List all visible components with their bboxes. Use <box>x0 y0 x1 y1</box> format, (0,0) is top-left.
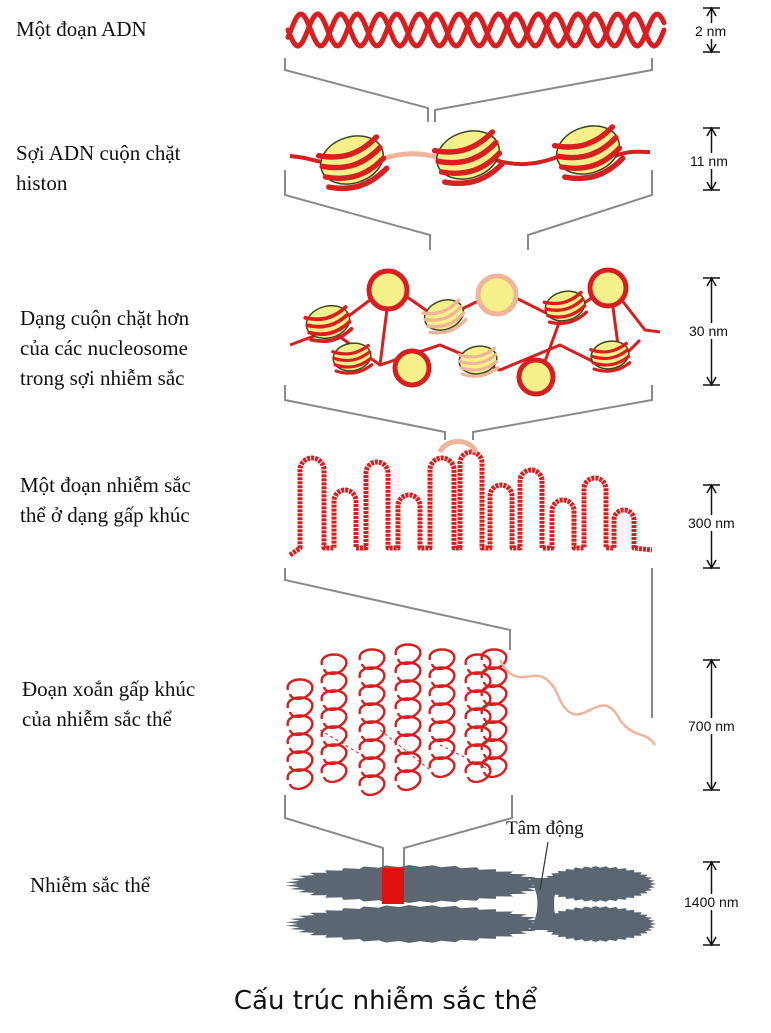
nucleosome <box>331 340 374 376</box>
nucleosome <box>420 295 468 338</box>
nucleosome <box>550 118 626 185</box>
metaphase-chromosome <box>286 842 657 943</box>
nucleosome <box>542 287 589 328</box>
diagram-title: Cấu trúc nhiễm sắc thể <box>0 986 771 1016</box>
chromatin-fiber-30nm <box>290 270 660 394</box>
looped-chromatin-300nm <box>290 442 652 556</box>
nucleosome <box>430 123 506 190</box>
nucleosome <box>457 343 500 379</box>
nucleosome-end-on <box>478 276 516 314</box>
level-label-looped-domain: Một đoạn nhiễm sắc thể ở dạng gấp khúc <box>20 470 191 530</box>
scale-label-11nm: 11 nm <box>688 153 730 169</box>
scale-label-700nm: 700 nm <box>686 718 737 734</box>
linker-dna <box>615 152 650 156</box>
condensed-coils-700nm <box>288 645 655 795</box>
highlighted-band <box>382 868 404 904</box>
level-label-30nm-fiber: Dạng cuộn chặt hơn của các nucleosome tr… <box>20 303 189 393</box>
coil-column <box>430 650 455 777</box>
chromatin-loops <box>290 452 652 555</box>
coil-column <box>360 650 385 795</box>
nucleosome <box>303 301 354 346</box>
scale-label-1400nm: 1400 nm <box>682 894 740 910</box>
connector-line <box>285 568 510 650</box>
nucleosome <box>314 128 390 195</box>
connector-line <box>285 795 383 868</box>
chromatid-arm <box>286 865 546 903</box>
connector-line <box>285 58 428 122</box>
nucleosome-fiber-11nm <box>290 118 650 195</box>
level-label-nucleosome-fiber: Sợi ADN cuộn chặt histon <box>16 138 181 198</box>
coil-column <box>396 645 421 790</box>
scale-label-30nm: 30 nm <box>687 323 730 339</box>
nucleosome-end-on <box>590 270 626 306</box>
scale-label-2nm: 2 nm <box>693 23 728 39</box>
level-label-condensed-section: Đoạn xoắn gấp khúc của nhiễm sắc thể <box>22 674 195 734</box>
centromere-label: Tâm động <box>506 818 584 840</box>
nucleosome-end-on <box>369 271 407 309</box>
nucleosome <box>589 338 632 374</box>
nucleosome-end-on <box>519 360 553 394</box>
coil-column <box>288 680 313 789</box>
coil-column <box>322 655 347 782</box>
chromatid-arm <box>540 866 656 902</box>
chromatid-arm <box>286 905 546 943</box>
connector-line <box>473 385 652 440</box>
connector-line <box>435 58 652 122</box>
connector-line <box>404 795 512 868</box>
connector-line <box>285 385 445 440</box>
scale-label-300nm: 300 nm <box>686 515 737 531</box>
coil-column <box>482 650 507 777</box>
linker-dna <box>380 154 440 160</box>
centromere-constriction <box>530 878 560 930</box>
nucleosome-end-on <box>395 351 429 385</box>
coil-column <box>466 655 491 782</box>
uncoiled-segment <box>500 660 655 745</box>
scale-bars <box>703 8 720 945</box>
dna-double-helix <box>288 14 664 46</box>
level-label-chromosome: Nhiễm sắc thể <box>30 870 150 900</box>
chromatid-arm <box>540 906 656 942</box>
connector-line <box>528 170 652 250</box>
level-label-dna: Một đoạn ADN <box>16 14 147 44</box>
